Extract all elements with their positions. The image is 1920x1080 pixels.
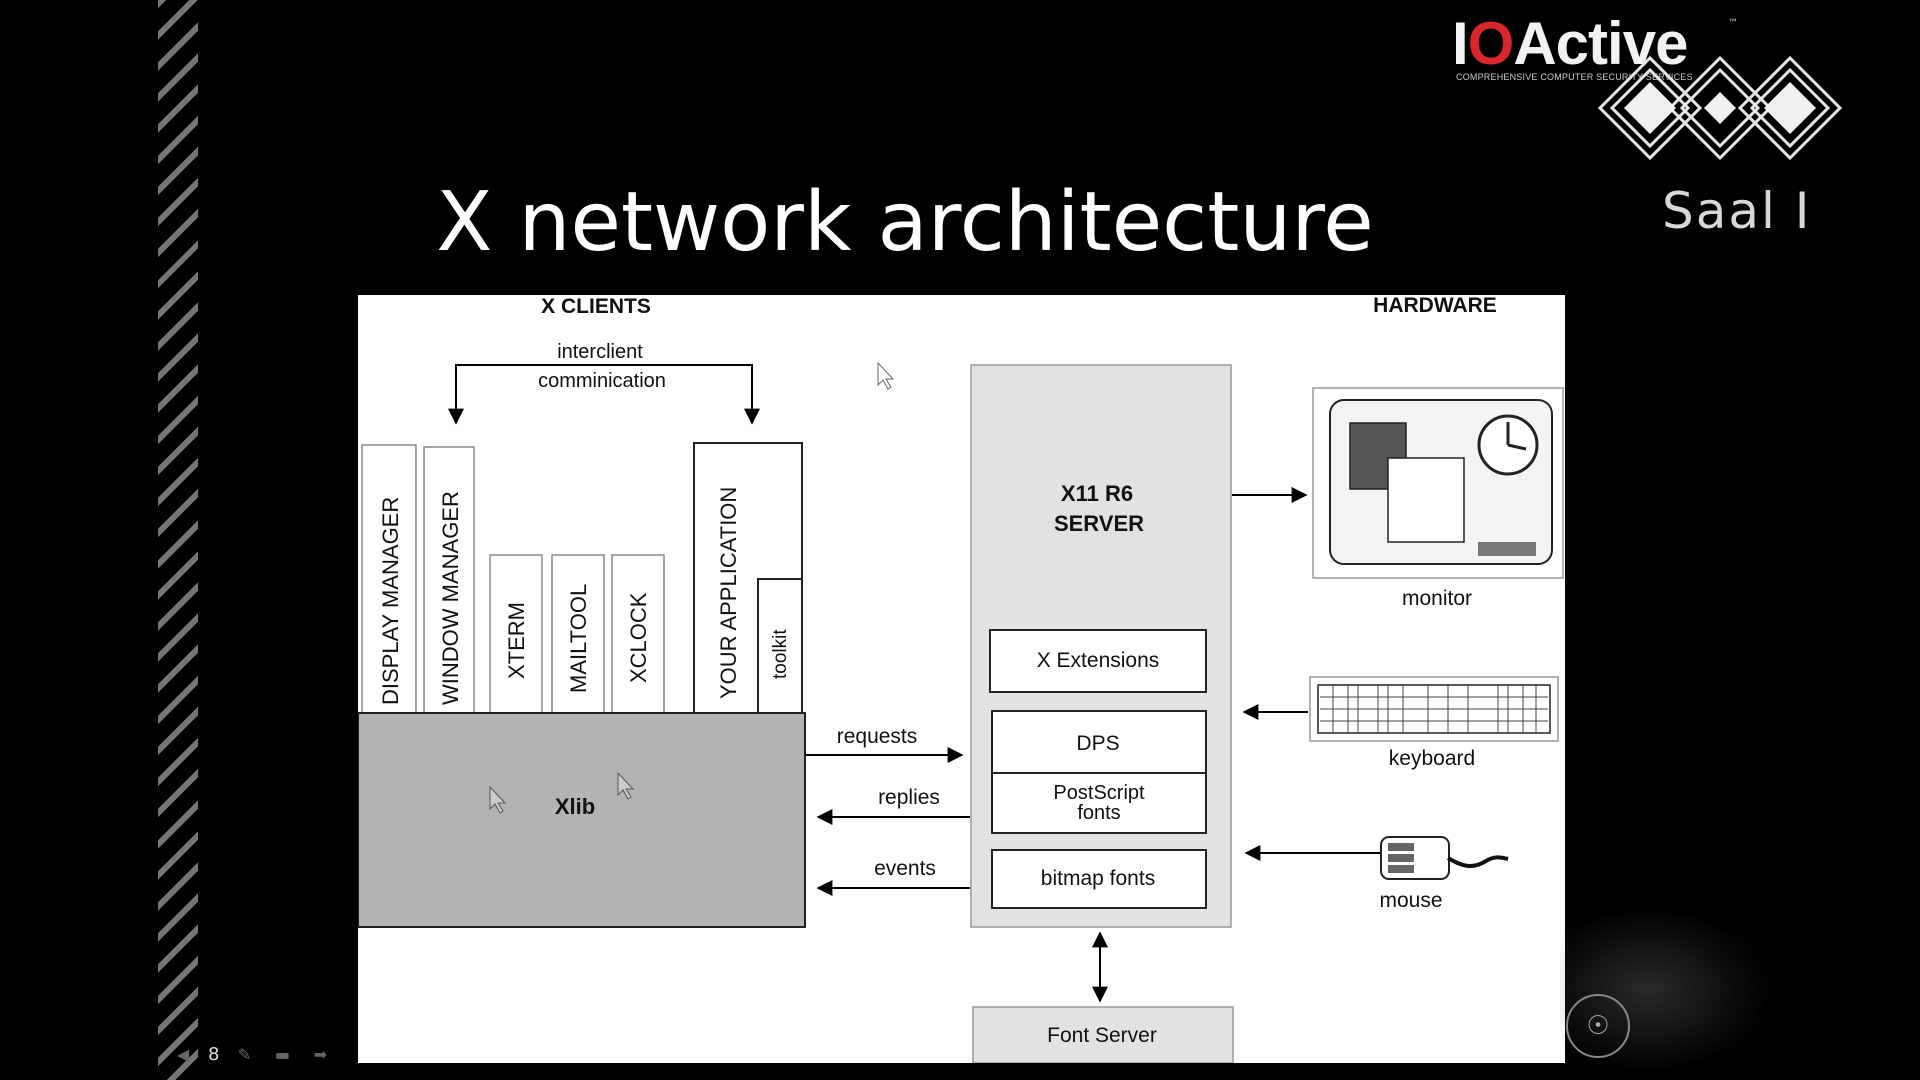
bitmap-fonts-label: bitmap fonts [1041,867,1155,890]
mouse-cursor-icon [877,361,895,390]
client-label-display-manager: DISPLAY MANAGER [378,497,403,705]
display-manager-box [361,444,417,714]
replies-label: replies [878,786,940,809]
postscript-fonts-box [991,772,1207,834]
badger-emblem-icon: ☉ [1566,994,1630,1058]
ioactive-wordmark: IOActive [1452,10,1688,77]
font-server-box [972,1006,1234,1063]
trademark: ™ [1728,18,1738,29]
requests-label: requests [837,725,918,748]
mouse-label: mouse [1379,889,1442,912]
events-label: events [874,857,936,880]
mouse-cursor-icon [617,771,635,800]
congress-logo-icon [1597,55,1843,161]
interclient-label-line1: interclient [557,341,643,363]
xclock-box [611,554,665,714]
mouse-cursor-icon [489,785,507,814]
mouse-icon [1380,836,1509,880]
client-label-your-application: YOUR APPLICATION [716,487,741,699]
client-label-window-manager: WINDOW MANAGER [438,491,463,705]
server-label-line1: X11 R6 [1061,481,1133,506]
prev-arrow-icon[interactable]: ◀ [176,1044,190,1064]
ioactive-logo: IOActive ™ COMPREHENSIVE COMPUTER SECURI… [1452,14,1752,94]
pen-icon[interactable]: ✎ [237,1044,252,1064]
keyboard-label: keyboard [1389,747,1475,770]
client-label-xterm: XTERM [504,602,529,679]
xlib-box [358,712,806,928]
interclient-label-line2: comminication [538,370,666,392]
postscript-label-line2: fonts [1077,802,1120,824]
postscript-label-line1: PostScript [1053,782,1145,804]
decorative-stripes [158,0,198,1080]
xterm-box [489,554,543,714]
dps-box [991,710,1207,774]
room-label: Saal I [1662,182,1812,240]
bitmap-fonts-box [991,849,1207,909]
monitor-label: monitor [1402,587,1472,610]
monitor-icon [1312,387,1564,579]
client-label-mailtool: MAILTOOL [566,584,591,693]
interclient-arrow [448,364,760,425]
server-label-line2: SERVER [1054,511,1144,536]
toolkit-box [757,578,803,714]
xlib-label: Xlib [555,794,595,819]
client-label-xclock: XCLOCK [626,592,651,683]
dps-label: DPS [1076,732,1119,755]
font-server-label: Font Server [1047,1024,1157,1047]
x-extensions-label: X Extensions [1037,649,1160,672]
next-arrow-icon[interactable]: ➡ [313,1044,328,1064]
x-clients-heading: X CLIENTS [541,295,651,318]
hardware-heading: HARDWARE [1373,295,1497,317]
keyboard-icon [1309,676,1559,742]
ioactive-tagline: COMPREHENSIVE COMPUTER SECURITY SERVICES [1456,72,1693,82]
page-number: 8 [208,1043,220,1065]
toolkit-label: toolkit [770,629,791,679]
slide-footer: ◀ 8 ✎ ▬ ➡ [170,1040,333,1068]
architecture-diagram: X CLIENTS HARDWARE interclient comminica… [358,295,1565,1063]
slide-title: X network architecture [436,175,1374,270]
x-extensions-box [989,629,1207,693]
slides-menu-icon[interactable]: ▬ [274,1044,291,1064]
